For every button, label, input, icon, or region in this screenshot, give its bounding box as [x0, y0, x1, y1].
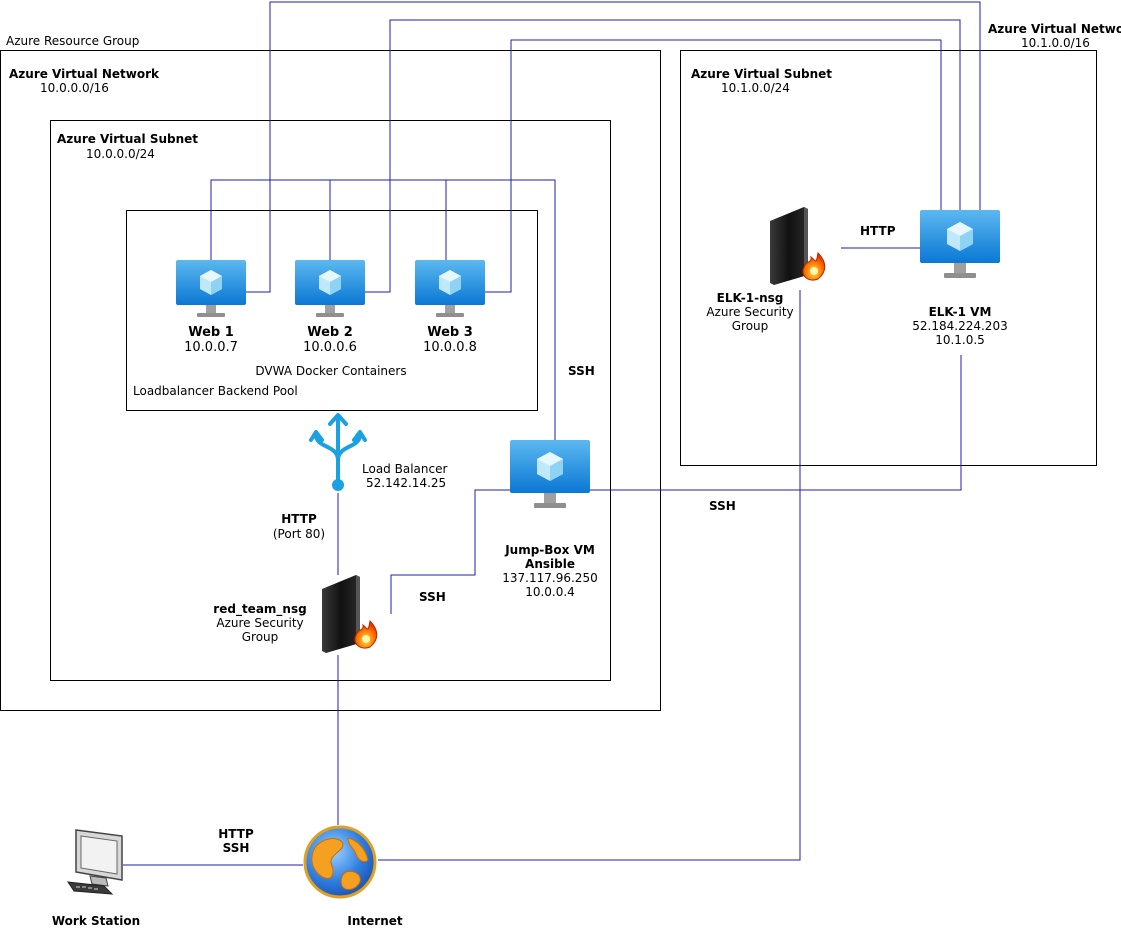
elk-nsg-name: ELK-1-nsg — [716, 291, 784, 305]
vm-monitor-icon — [295, 260, 365, 317]
web3-elk-wire — [485, 39, 942, 293]
jumpbox-name: Jump-Box VM — [505, 543, 595, 557]
http-lb-label: HTTP — [281, 512, 317, 526]
vnet2-title: Azure Virtual Network — [988, 22, 1121, 36]
subnet1-box — [50, 120, 611, 681]
elk-nsg[interactable] — [766, 205, 832, 287]
web1-ip: 10.0.0.7 — [184, 340, 238, 355]
ssh-jump-elk-label: SSH — [709, 499, 736, 513]
jumpbox-private-ip: 10.0.0.4 — [525, 585, 575, 599]
firewall-icon — [770, 207, 826, 285]
backend-pool-box — [126, 210, 538, 411]
web2-name: Web 2 — [307, 325, 353, 340]
elk-nsg-type-line1: Azure Security — [706, 305, 794, 319]
load-balancer-icon — [309, 413, 367, 491]
red-team-nsg[interactable] — [318, 573, 384, 655]
ws-http-label: HTTP — [218, 827, 254, 841]
elk-nsg-type-line2: Group — [731, 319, 769, 333]
elk-vm-public-ip: 52.184.224.203 — [912, 319, 1008, 333]
elk-vm-name: ELK-1 VM — [928, 305, 992, 319]
ssh-jump-nsg-label: SSH — [419, 590, 446, 604]
resource-group-box — [0, 50, 661, 711]
subnet2-title: Azure Virtual Subnet — [691, 67, 833, 81]
workstation-icon — [66, 829, 123, 895]
vm-monitor-icon — [415, 260, 485, 317]
jumpbox-vm[interactable] — [510, 440, 590, 516]
ssh-jump-elk-wire — [590, 355, 962, 491]
dvwa-containers-label: DVWA Docker Containers — [255, 364, 407, 378]
vnet1-cidr: 10.0.0.0/16 — [40, 81, 109, 95]
vm-monitor-icon — [176, 260, 246, 317]
subnet1-title: Azure Virtual Subnet — [57, 132, 199, 146]
globe-icon — [303, 825, 377, 899]
web1-elk-wire — [245, 1, 981, 293]
red-nsg-name: red_team_nsg — [213, 602, 307, 616]
http-lb-port-label: (Port 80) — [272, 527, 326, 541]
red-nsg-type-line1: Azure Security — [216, 616, 304, 630]
load-balancer[interactable] — [308, 410, 368, 494]
load-balancer-name: Load Balancer — [362, 462, 448, 476]
jumpbox-public-ip: 137.117.96.250 — [502, 571, 598, 585]
resource-group-title: Azure Resource Group — [6, 34, 140, 48]
vm-monitor-icon — [510, 440, 590, 508]
vnet1-title: Azure Virtual Network — [9, 67, 159, 81]
vnet2-box — [680, 50, 1097, 466]
ssh-pool-wire — [210, 179, 556, 442]
vm-monitor-icon — [920, 210, 1000, 278]
web3-ip: 10.0.0.8 — [423, 340, 477, 355]
http-elk-label: HTTP — [860, 224, 896, 238]
workstation-name: Work Station — [51, 914, 141, 928]
internet-elk-wire — [378, 290, 801, 861]
web2-elk-wire — [365, 19, 961, 293]
web3-vm[interactable] — [415, 260, 485, 320]
ssh-jump-nsg-wire — [390, 489, 511, 614]
web1-vm[interactable] — [176, 260, 246, 320]
workstation[interactable] — [66, 828, 124, 896]
ssh-pool-label: SSH — [568, 364, 595, 378]
backend-pool-title: Loadbalancer Backend Pool — [133, 384, 298, 398]
internet[interactable] — [302, 824, 378, 900]
load-balancer-ip: 52.142.14.25 — [366, 476, 447, 490]
internet-name: Internet — [347, 914, 403, 928]
subnet2-cidr: 10.1.0.0/24 — [721, 81, 790, 95]
web2-ip: 10.0.0.6 — [303, 340, 357, 355]
red-nsg-type-line2: Group — [241, 630, 279, 644]
ws-ssh-label: SSH — [222, 841, 250, 855]
elk-vm-private-ip: 10.1.0.5 — [935, 333, 985, 347]
vnet2-cidr: 10.1.0.0/16 — [1021, 36, 1090, 50]
web3-name: Web 3 — [427, 325, 473, 340]
web1-name: Web 1 — [188, 325, 234, 340]
jumpbox-role: Ansible — [525, 557, 575, 571]
web2-vm[interactable] — [295, 260, 365, 320]
elk-vm[interactable] — [920, 210, 1000, 286]
subnet1-cidr: 10.0.0.0/24 — [86, 147, 155, 161]
firewall-icon — [322, 575, 378, 653]
